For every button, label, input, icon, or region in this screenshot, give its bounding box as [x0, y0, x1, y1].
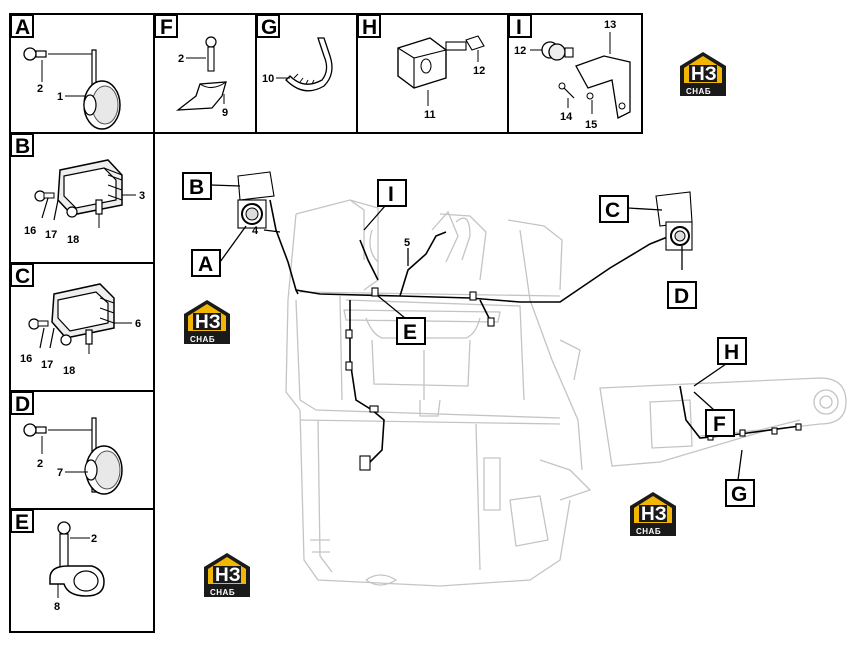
main-labels: B A I E C D H F G 4 5	[182, 172, 755, 507]
callout-C-17: 17	[41, 359, 53, 371]
left-lamp-assembly	[237, 171, 275, 229]
label-box-D: D	[667, 281, 697, 309]
panel-C: C 6 16 17 18	[10, 263, 141, 377]
callout-4: 4	[252, 225, 259, 237]
label-box-H: H	[717, 337, 747, 365]
panel-F: F 2 9	[154, 14, 228, 119]
callout-E-8: 8	[54, 601, 60, 613]
svg-text:СНАБ: СНАБ	[686, 87, 711, 96]
callout-E-2: 2	[91, 533, 97, 545]
callout-D-7: 7	[57, 467, 63, 479]
callout-I-12: 12	[514, 45, 526, 57]
callout-H-12: 12	[473, 65, 485, 77]
panel-G-label: G	[261, 16, 277, 39]
svg-text:СНАБ: СНАБ	[190, 335, 215, 344]
callout-5: 5	[404, 237, 410, 249]
label-box-A: A	[191, 249, 221, 277]
svg-text:A: A	[198, 253, 213, 276]
panel-E-label: E	[15, 511, 29, 534]
callout-I-13: 13	[604, 19, 616, 31]
svg-text:НЗ: НЗ	[215, 565, 241, 586]
callout-C-6: 6	[135, 318, 141, 330]
callout-H-11: 11	[424, 109, 436, 121]
panel-A: A 2 1	[10, 14, 121, 130]
svg-text:СНАБ: СНАБ	[210, 588, 235, 597]
svg-text:C: C	[605, 199, 620, 222]
callout-A-1: 1	[57, 91, 63, 103]
panel-C-label: C	[15, 265, 30, 288]
watermark-logo: НЗ СНАБ	[678, 52, 728, 96]
callout-F-2: 2	[178, 53, 184, 65]
panel-E: E 2 8	[10, 509, 105, 613]
harness-connectors	[345, 287, 802, 471]
callout-C-16: 16	[20, 353, 32, 365]
panel-H: H 12 11	[357, 14, 485, 121]
callout-A-2: 2	[37, 83, 43, 95]
callout-F-9: 9	[222, 107, 228, 119]
watermark-logo: НЗ СНАБ	[182, 300, 232, 344]
label-box-C: C	[599, 195, 629, 223]
svg-text:F: F	[713, 413, 726, 436]
svg-text:СНАБ: СНАБ	[636, 527, 661, 536]
callout-B-16: 16	[24, 225, 36, 237]
panel-B: B 3 16 17 18	[10, 133, 145, 246]
label-box-E: E	[396, 317, 426, 345]
panel-H-label: H	[362, 16, 377, 39]
svg-text:H: H	[724, 341, 739, 364]
callout-B-17: 17	[45, 229, 57, 241]
label-box-I: I	[377, 179, 407, 207]
callout-B-18: 18	[67, 234, 79, 246]
svg-text:I: I	[388, 183, 394, 206]
loader-frame	[285, 199, 592, 587]
callout-B-3: 3	[139, 190, 145, 202]
svg-text:G: G	[731, 483, 747, 506]
panel-B-label: B	[15, 135, 30, 158]
watermark-logo: НЗ СНАБ	[628, 492, 678, 536]
label-box-B: B	[182, 172, 212, 200]
panel-I: I 13 12 14 15	[508, 14, 631, 131]
svg-text:НЗ: НЗ	[641, 504, 667, 525]
callout-G-10: 10	[262, 73, 274, 85]
right-lamp-assembly	[655, 191, 693, 251]
callout-C-18: 18	[63, 365, 75, 377]
panel-G: G 10	[256, 14, 333, 92]
label-box-G: G	[725, 479, 755, 507]
panel-F-label: F	[160, 16, 173, 39]
panel-I-label: I	[516, 16, 522, 39]
svg-text:E: E	[403, 321, 417, 344]
watermark-logo: НЗ СНАБ	[202, 553, 252, 597]
panel-A-label: A	[15, 16, 30, 39]
panel-D: D 2 7	[10, 391, 123, 495]
panel-D-label: D	[15, 393, 30, 416]
svg-text:НЗ: НЗ	[691, 64, 717, 85]
svg-text:НЗ: НЗ	[195, 312, 221, 333]
svg-text:D: D	[674, 285, 689, 308]
callout-I-14: 14	[560, 111, 573, 123]
callout-D-2: 2	[37, 458, 43, 470]
svg-text:B: B	[189, 176, 204, 199]
callout-I-15: 15	[585, 119, 597, 131]
label-box-F: F	[705, 409, 735, 437]
